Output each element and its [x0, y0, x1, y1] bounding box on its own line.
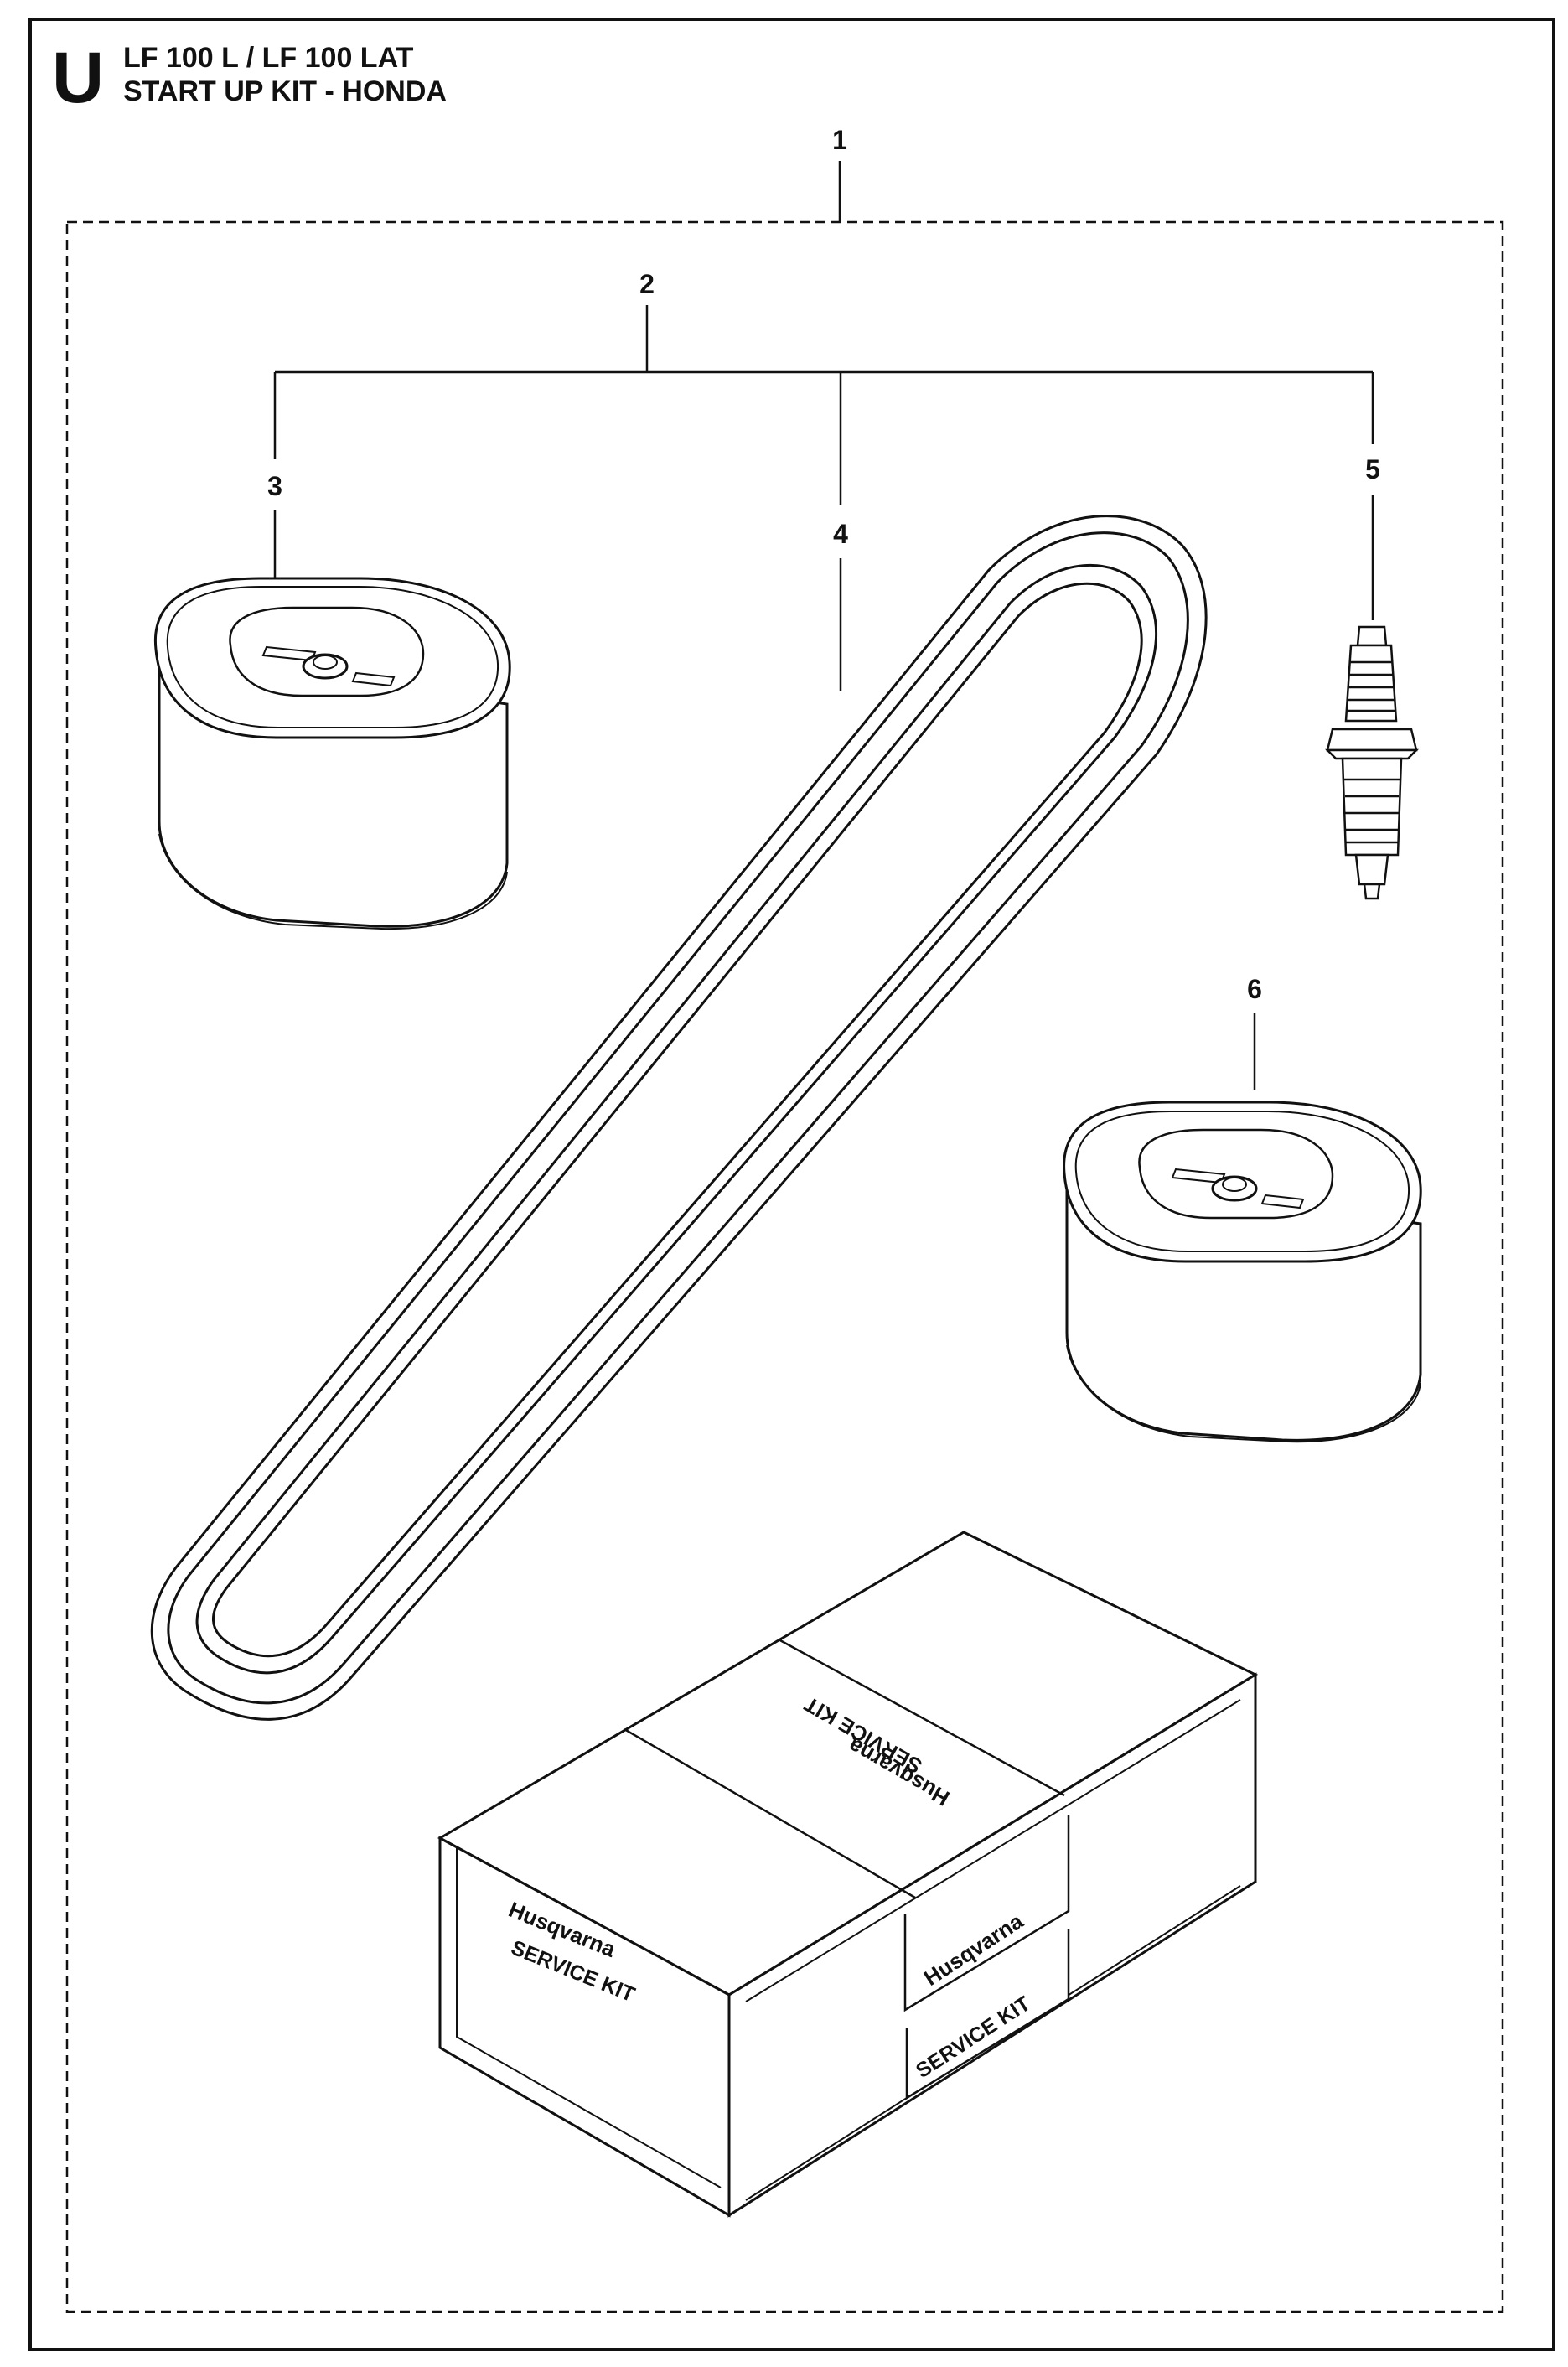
- callout-4: 4: [833, 519, 848, 549]
- leader-tree-2: [273, 305, 1374, 505]
- air-filter-icon: [153, 577, 511, 930]
- callout-3: 3: [267, 471, 282, 501]
- page-frame: [28, 18, 1555, 2351]
- callout-6: 6: [1247, 974, 1262, 1004]
- callout-1: 1: [832, 125, 847, 155]
- service-kit-box-icon: [437, 1531, 1259, 2218]
- drive-belt-icon: [150, 515, 1208, 1721]
- page-title-line1: LF 100 L / LF 100 LAT: [123, 42, 414, 74]
- page-title-line2: START UP KIT - HONDA: [123, 75, 447, 107]
- section-letter: U: [52, 38, 104, 118]
- callout-5: 5: [1365, 454, 1380, 484]
- kit-boundary: [65, 220, 1504, 2313]
- air-filter-icon: [1063, 1101, 1422, 1443]
- spark-plug-icon: [1324, 625, 1420, 900]
- callout-2: 2: [639, 269, 655, 299]
